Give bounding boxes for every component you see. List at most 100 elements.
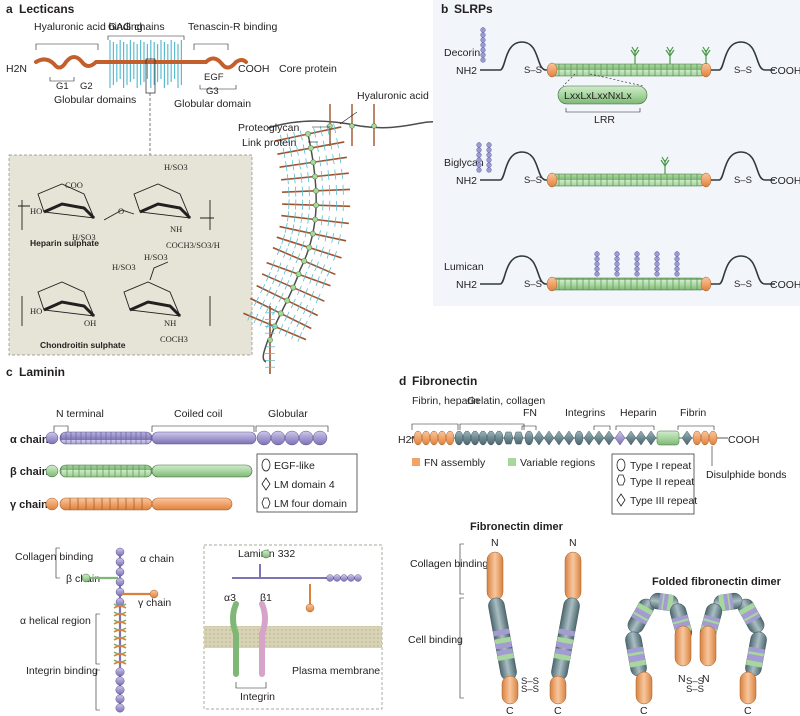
gag-bristle — [287, 174, 289, 185]
helical-strand — [113, 621, 127, 625]
lg-domain — [256, 430, 272, 446]
glycan-bead — [480, 42, 486, 48]
lrr-motif-text: LxxLxLxxNxLx — [564, 90, 632, 102]
decorin-label: Decorin — [444, 47, 480, 59]
glycan-bead — [634, 266, 640, 272]
gag-bristle — [291, 160, 295, 171]
fn-label: FN — [523, 407, 537, 419]
proteoglycan-core — [314, 172, 349, 178]
h2n-label: H2N — [6, 63, 27, 75]
proteoglycan-core — [277, 147, 311, 156]
gag-bristle — [298, 159, 301, 170]
rod-band — [636, 602, 654, 616]
globular-domains-label: Globular domains — [54, 94, 136, 106]
gag-bristle — [302, 320, 308, 331]
panel-c: c Laminin N terminal Coiled coil Globula… — [6, 365, 383, 713]
nh-text: NH — [170, 224, 182, 234]
disulphide-ss: S–S — [686, 684, 704, 695]
rod-band — [496, 648, 514, 657]
folded-right-top — [713, 592, 743, 612]
folded-left-top-body — [649, 592, 679, 612]
c-cap — [700, 62, 712, 78]
disulphide-label: S–S — [524, 65, 542, 76]
gag-bristle — [320, 170, 323, 181]
glycan-bead — [486, 152, 492, 158]
dimer-arm-left — [488, 597, 517, 681]
laminin-332-bead — [347, 574, 355, 582]
gag-bristle — [331, 232, 335, 243]
gag-bristle — [285, 161, 288, 172]
gag-bristle — [298, 225, 301, 236]
link-protein-label: Link protein — [242, 137, 296, 149]
dimer-arm-right-body — [551, 597, 580, 681]
gag-bristle — [309, 307, 315, 318]
glycan-bead — [480, 32, 486, 38]
folded-right-down — [745, 631, 767, 677]
gag-bristle — [334, 216, 337, 227]
lrr-label: LRR — [594, 114, 615, 126]
gag-bristle — [316, 141, 319, 152]
hyaluronic-acid-strand — [267, 120, 439, 129]
coch3-text-2: COCH3 — [160, 334, 188, 344]
rod-band — [744, 612, 761, 625]
type-i-repeat — [524, 430, 534, 446]
proteoglycan-core — [274, 133, 309, 142]
link-protein-node — [306, 244, 313, 251]
proteoglycan-core — [281, 175, 316, 181]
gag-bristle — [325, 155, 328, 166]
g3-bracket — [199, 85, 237, 90]
lg-bead — [115, 703, 125, 713]
variable-region — [656, 430, 680, 446]
panel-b-letter: b — [441, 2, 448, 16]
dimer-arm-left-body — [488, 597, 517, 681]
rod-band — [495, 641, 513, 650]
type-i-repeat — [437, 430, 447, 446]
gag-chains-label: GAG chains — [108, 21, 165, 33]
beta1-label: β1 — [260, 592, 272, 604]
tenascin-label: Tenascin-R binding — [188, 21, 277, 33]
folded-right-outer-body — [737, 598, 765, 634]
type-i-repeat — [454, 430, 464, 446]
helical-strand — [113, 637, 127, 641]
legend-fn-assembly: FN assembly — [424, 457, 486, 469]
glycan-bead — [654, 261, 660, 267]
type-iii-repeat — [603, 430, 615, 446]
cooh-label: COOH — [770, 279, 800, 291]
gag-bristle — [307, 213, 310, 224]
chondroitin-ring2-bond — [129, 300, 182, 318]
glycan-bead — [480, 27, 486, 33]
proteoglycan-core — [281, 190, 317, 193]
gag-bristle — [300, 240, 305, 251]
core-protein-label: Core protein — [279, 63, 337, 75]
link-protein-node — [327, 123, 333, 129]
laminin-332-bead — [333, 574, 341, 582]
n-label: N — [702, 673, 710, 685]
n-loop — [480, 255, 554, 285]
gag-bristle — [260, 283, 266, 294]
laminin-332-box: Laminin 332 α3 β1 Integrin Plasma membra… — [203, 544, 383, 710]
gag-bristle — [293, 131, 297, 142]
gag-bristle — [284, 222, 288, 233]
gag-bristle — [289, 146, 293, 157]
lg-domain — [284, 430, 300, 446]
gag-bristle — [293, 173, 296, 184]
proteoglycan-core — [307, 126, 342, 135]
chondroitin-name: Chondroitin sulphate — [40, 340, 126, 350]
folded-n-right — [699, 625, 717, 667]
disulphide-ss: S–S — [521, 684, 539, 695]
proteoglycan-core — [312, 232, 347, 242]
proteoglycan-core — [249, 297, 282, 315]
type-iii-repeat — [681, 430, 693, 446]
gag-bristle — [324, 231, 328, 242]
cooh-fn-label: COOH — [728, 434, 760, 446]
panel-d-letter: d — [399, 374, 406, 388]
hyaluronic-leader — [339, 111, 358, 125]
gag-bristle — [283, 248, 288, 258]
globular-domain-label: Globular domain — [174, 98, 251, 110]
lrr-bracket — [565, 108, 641, 113]
heparin-ring2 — [133, 183, 191, 219]
gag-chemistry-box: COO H/SO3 HO O H/SO3 NH COCH3/SO3/H Hepa… — [8, 154, 253, 356]
n-terminal-domain — [45, 431, 59, 445]
